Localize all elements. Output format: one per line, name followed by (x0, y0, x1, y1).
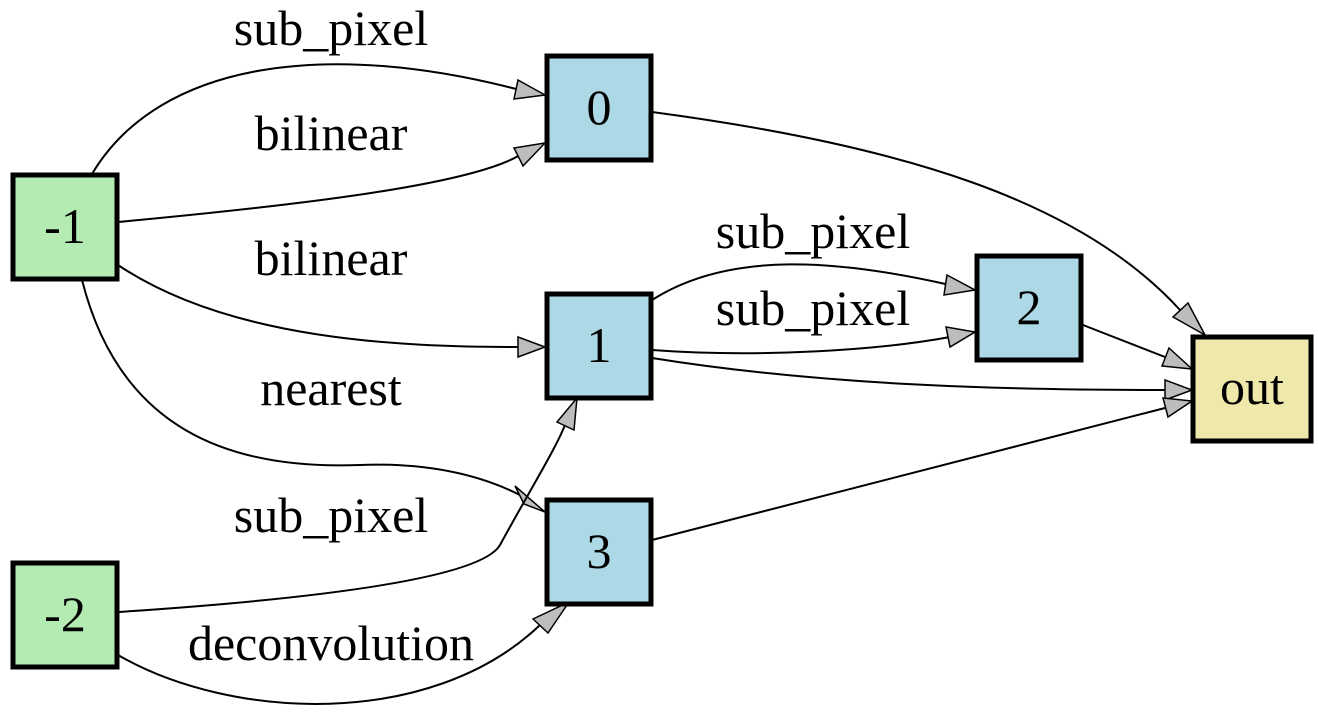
edge-label-m2-1-sub-pixel: sub_pixel (234, 487, 428, 543)
node-op-0: 0 (544, 53, 654, 163)
edge-0-out (651, 111, 1207, 337)
node-label-1: 1 (587, 317, 612, 373)
node-label-m2: -2 (44, 586, 86, 642)
node-label-2: 2 (1017, 279, 1042, 335)
node-label-0: 0 (587, 79, 612, 135)
edge-label-m1-0-sub-pixel: sub_pixel (234, 0, 428, 56)
edge-1-2-sub-pixel-lower (651, 326, 978, 355)
edge-label-m2-3-deconvolution: deconvolution (188, 615, 474, 671)
node-label-m1: -1 (44, 198, 86, 254)
node-op-2: 2 (974, 253, 1084, 363)
edge-3-out (651, 397, 1195, 541)
edge-label-m1-1-bilinear: bilinear (255, 230, 408, 286)
node-op-3: 3 (544, 497, 654, 607)
edge-label-1-2-sub-pixel-upper: sub_pixel (716, 203, 910, 259)
edge-label-m1-3-nearest: nearest (260, 360, 402, 416)
edge-m2-1-sub-pixel (117, 395, 578, 613)
edge-2-out (1082, 324, 1195, 370)
node-input-m2: -2 (10, 560, 120, 670)
node-label-out: out (1220, 359, 1284, 415)
edge-1-out (651, 357, 1195, 402)
edge-m2-3-deconvolution (117, 600, 572, 705)
edge-m1-1-bilinear (117, 264, 548, 359)
edge-1-2-sub-pixel-upper (651, 263, 978, 301)
edge-m1-3-nearest (81, 279, 546, 513)
edge-m1-0-bilinear (117, 141, 548, 223)
node-op-1: 1 (544, 291, 654, 401)
edge-label-1-2-sub-pixel-lower: sub_pixel (716, 280, 910, 336)
edge-m1-0-sub-pixel (91, 63, 548, 175)
node-output-out: out (1190, 334, 1314, 444)
node-input-m1: -1 (10, 172, 120, 282)
node-label-3: 3 (587, 523, 612, 579)
edge-label-m1-0-bilinear: bilinear (255, 105, 408, 161)
